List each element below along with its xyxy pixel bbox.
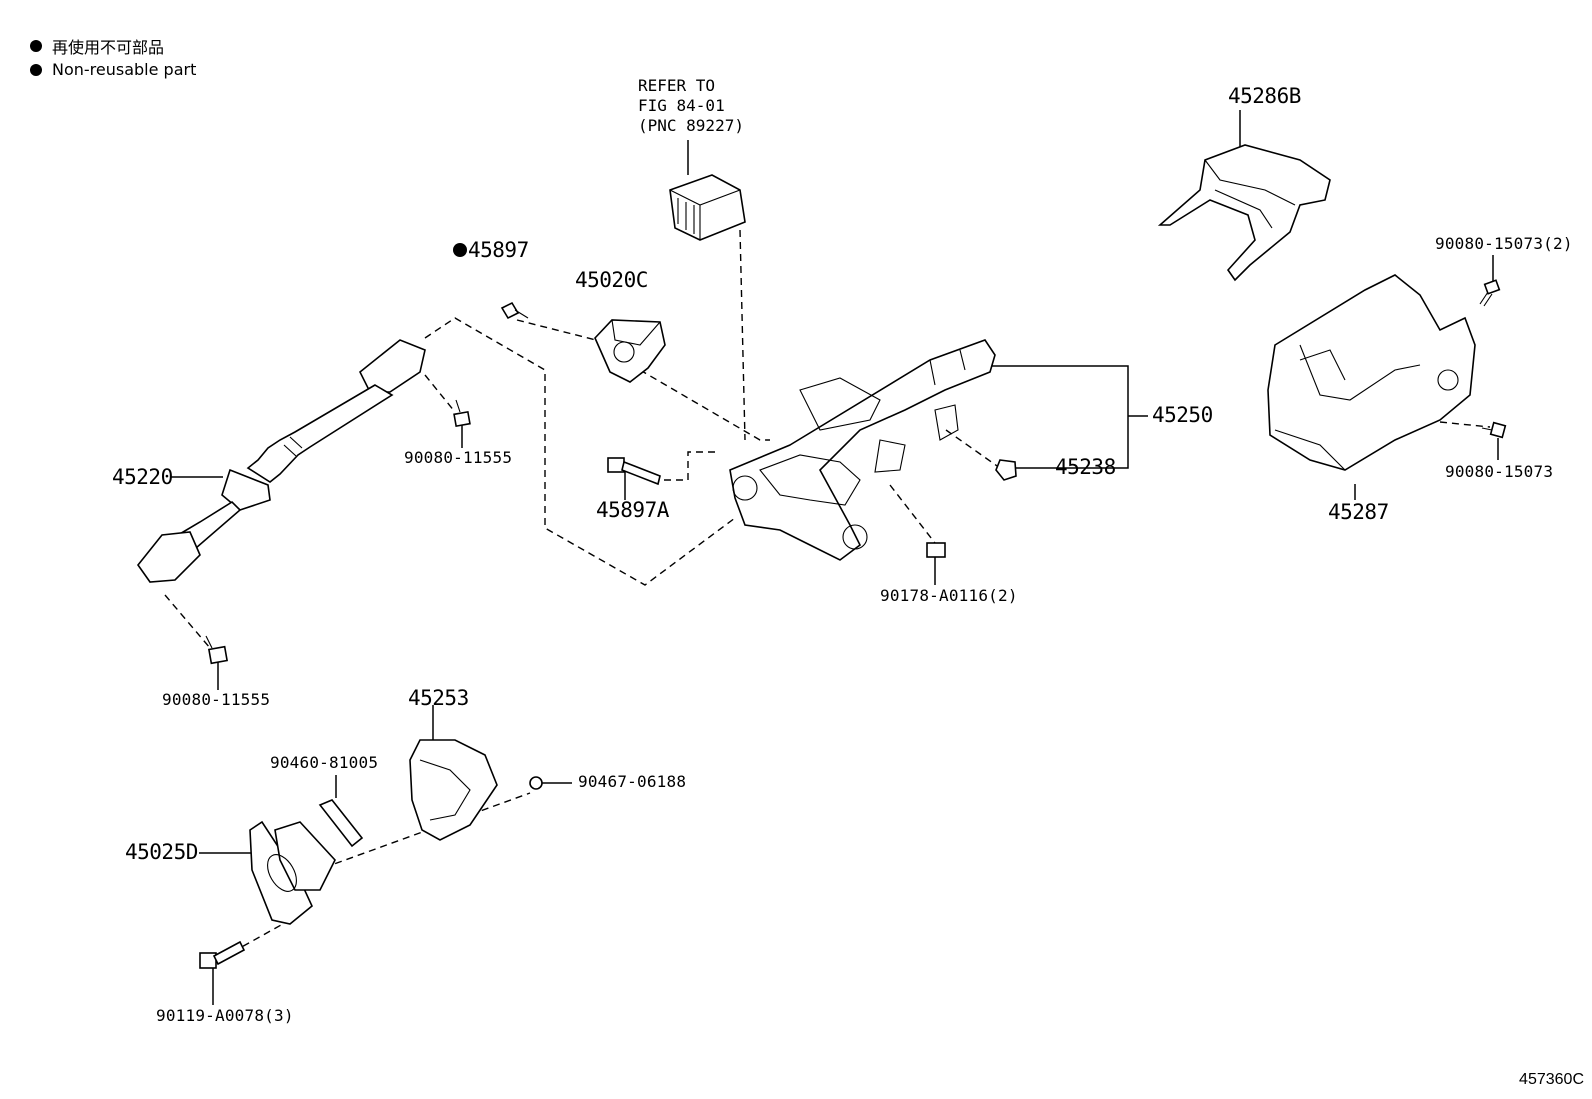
label-45250[interactable]: 45250 [1152,403,1213,427]
label-90080-15073[interactable]: 90080-15073 [1445,462,1554,481]
label-45286b[interactable]: 45286B [1228,84,1301,108]
seal-ring-90460-part [318,799,364,848]
label-90080-11555-lower[interactable]: 90080-11555 [162,690,271,709]
label-90178-a0116[interactable]: 90178-A0116(2) [880,586,1018,605]
leader-lines [170,110,1499,1005]
label-90467-06188[interactable]: 90467-06188 [578,772,687,791]
non-reusable-bullet-icon [30,63,42,76]
label-45287[interactable]: 45287 [1328,500,1389,524]
label-90080-15073-2[interactable]: 90080-15073(2) [1435,234,1573,253]
clip-90467 [529,776,543,790]
label-45238[interactable]: 45238 [1055,455,1116,479]
label-45253[interactable]: 45253 [408,686,469,710]
label-45020c[interactable]: 45020C [575,268,648,292]
bolt-45897a [607,457,661,486]
figure-id: 457360C [1519,1071,1584,1088]
label-90460-81005[interactable]: 90460-81005 [270,753,379,772]
screw-90080-15073-right [1481,421,1507,439]
legend-japanese-text: 再使用不可部品 [52,38,165,57]
label-45897a[interactable]: 45897A [596,498,669,522]
screw-90080-11555-upper [453,399,471,428]
cover-45253-part [409,739,498,841]
legend-english-text: Non-reusable part [52,60,197,79]
intermediate-shaft-part [136,339,426,583]
bolt-90119 [199,940,246,969]
bracket-45020c-part [594,319,666,383]
steering-column-part [729,339,996,561]
non-reusable-marker [453,243,467,257]
hole-cover-45025d-part [249,820,336,925]
label-90080-11555-upper[interactable]: 90080-11555 [404,448,513,467]
nut-45238 [995,459,1017,481]
screw-90080-11555-lower [205,635,229,665]
screws [199,279,1507,969]
screw-45897 [500,301,529,320]
lower-column-cover-part [1267,274,1476,471]
label-90119-a0078[interactable]: 90119-A0078(3) [156,1006,294,1025]
legend-japanese: 再使用不可部品 [30,34,164,58]
screw-90080-15073-top [1479,279,1501,307]
nut-90178 [926,542,946,558]
upper-column-cover-part [1157,144,1331,282]
legend-english: Non-reusable part [30,60,196,79]
label-45897[interactable]: 45897 [468,238,529,262]
refer-note: REFER TO FIG 84-01 (PNC 89227) [638,76,744,135]
label-45025d[interactable]: 45025D [125,840,198,864]
label-45220[interactable]: 45220 [112,465,173,489]
sensor-box-part [669,174,746,241]
non-reusable-bullet-icon [30,40,42,52]
